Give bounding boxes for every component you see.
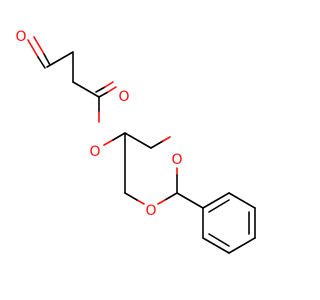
phenyl-inner-double-bond-3 (208, 233, 230, 247)
bonds (27, 36, 256, 254)
ester-double-bond-o-side-1 (107, 86, 117, 93)
ring-bond-c4-o3-o-side (162, 136, 171, 142)
chain-bond-1 (46, 51, 74, 68)
atom-labels: O O O O O (15, 29, 182, 219)
aldehyde-double-bond-o-side-2 (33, 36, 45, 55)
ring-bond-c5-c4 (124, 132, 152, 149)
phenyl-inner-double-bond-1 (208, 199, 230, 213)
phenyl-bond-4 (228, 237, 256, 254)
ester-o-to-ring-bond-o-side (103, 139, 114, 146)
aldehyde-double-bond-c-side-2 (43, 53, 51, 66)
ring-oxygen-lower-label: O (145, 203, 156, 219)
aldehyde-double-bond-c-side-1 (37, 56, 46, 69)
ring-bond-c2-o1-o-side (157, 199, 166, 205)
aldehyde-double-bond-o-side-1 (27, 39, 39, 58)
ester-double-bond-c-side-2 (95, 86, 106, 93)
ester-o-to-ring-bond-c-side (112, 132, 126, 141)
ester-oxygen-label: O (89, 144, 100, 160)
ring-bond-o1-c6-c-side (124, 192, 138, 201)
chain-bond-3 (72, 81, 100, 98)
phenyl-bond-5 (202, 237, 230, 254)
phenyl-attachment-bond (176, 192, 204, 209)
phenyl-bond-2 (228, 192, 256, 209)
aldehyde-oxygen-label: O (15, 29, 26, 45)
ring-bond-o1-c6-o-side (136, 199, 145, 205)
ester-carbonyl-oxygen-label: O (118, 89, 129, 105)
molecule-structure: O O O O O (15, 29, 256, 254)
ring-oxygen-upper-label: O (171, 152, 182, 168)
phenyl-bond-1 (202, 192, 230, 209)
ester-double-bond-o-side-2 (104, 81, 114, 88)
ring-bond-c2-o1-c-side (164, 192, 178, 201)
ester-double-bond-c-side-1 (98, 91, 109, 98)
ring-bond-c4-o3-c-side (150, 140, 164, 149)
